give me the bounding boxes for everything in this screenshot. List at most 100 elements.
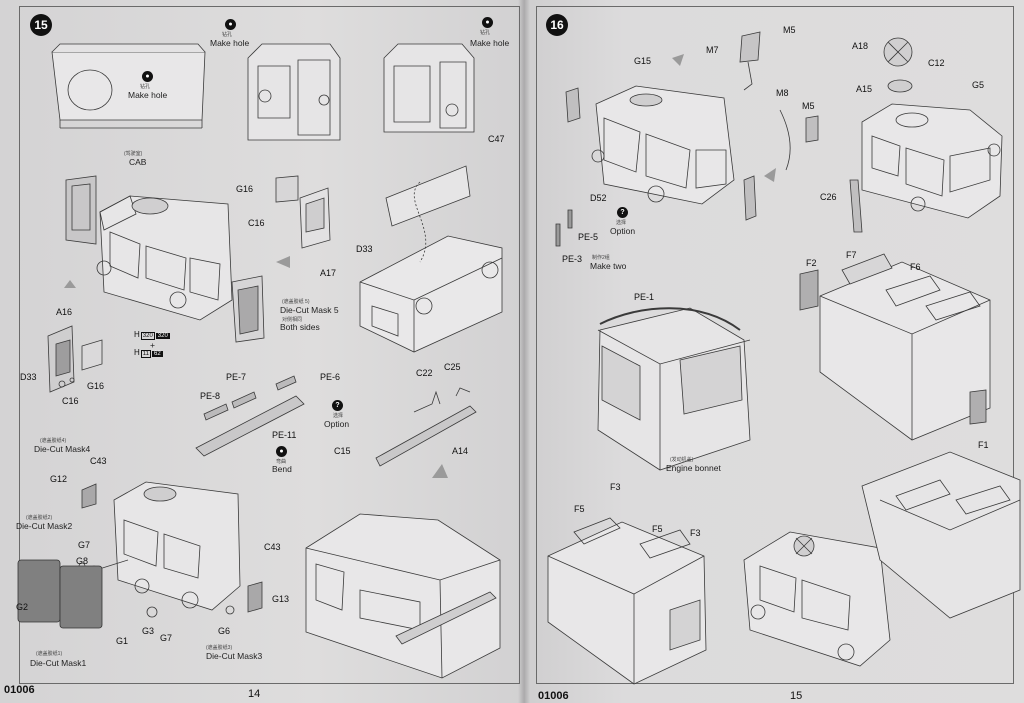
cab-label-cn: (驾驶室) <box>124 151 143 157</box>
part-g7-a: G7 <box>78 540 91 550</box>
part-m5-mid: M5 <box>802 101 815 111</box>
page-gutter <box>518 0 530 703</box>
part-g15: G15 <box>634 56 652 66</box>
part-pe7: PE-7 <box>226 372 247 382</box>
part-g1: G1 <box>116 636 129 646</box>
cab-roof-panel-drawing <box>52 44 205 128</box>
part-g12: G12 <box>50 474 68 484</box>
make-hole-label-2: Make hole <box>470 38 510 48</box>
pe-strip-drawing <box>196 376 476 466</box>
part-c43-right: C43 <box>264 542 281 552</box>
part-c47: C47 <box>488 134 505 144</box>
engine-bonnet-label: Engine bonnet <box>666 463 721 473</box>
right-page-frame <box>536 6 1014 684</box>
part-a18: A18 <box>852 41 869 51</box>
drill-icon: ● <box>482 17 493 28</box>
mask3-label: Die-Cut Mask3 <box>206 651 263 661</box>
part-m5-top: M5 <box>783 25 796 35</box>
step-15-badge: 15 <box>30 14 52 36</box>
part-pe5: PE-5 <box>578 232 599 242</box>
door-a17-drawing <box>276 176 330 248</box>
part-d33-left: D33 <box>20 372 37 382</box>
part-pe11: PE-11 <box>272 430 297 440</box>
part-f1: F1 <box>978 440 989 450</box>
page-number-right: 15 <box>790 690 803 702</box>
part-g16-top: G16 <box>236 184 254 194</box>
bonnet-small-drawing <box>548 518 706 684</box>
cab-interior-drawing <box>306 514 500 678</box>
cab-rear-detail-drawing <box>48 326 102 392</box>
make-hole-label-1: Make hole <box>210 38 250 48</box>
cab-g15-drawing <box>566 86 756 220</box>
mask2-label: Die-Cut Mask2 <box>16 521 73 531</box>
cab-assembly-drawing <box>66 176 264 342</box>
part-d33-top: D33 <box>356 244 373 254</box>
paint-ref-1-b: 320 <box>155 333 170 339</box>
bend-icon: ● <box>276 446 287 457</box>
paint-ref-2-a: 11 <box>140 350 152 358</box>
product-code-right: 01006 <box>538 690 569 702</box>
part-d52: D52 <box>590 193 607 203</box>
option-label: Option <box>324 419 350 429</box>
part-pe3: PE-3 <box>562 254 583 264</box>
mask2-cn: (遮盖胶纸2) <box>26 515 53 521</box>
part-g8: G8 <box>76 556 89 566</box>
option-icon: ? <box>617 207 628 218</box>
cab-frame-c47-drawing <box>360 166 502 352</box>
mask4-cn: (遮盖胶纸4) <box>40 438 67 444</box>
engine-bonnet-drawing <box>598 308 750 470</box>
mirror-m7-drawing <box>740 32 760 90</box>
option-cn-right: 选择 <box>616 220 627 226</box>
mirror-m8-drawing <box>780 110 818 170</box>
bend-label: Bend <box>272 464 292 474</box>
pe-handles-drawing <box>556 210 572 246</box>
drill-icon: ● <box>142 71 153 82</box>
cab-shell-drawing-2 <box>384 44 474 132</box>
paint-ref-1-a: 320 <box>140 332 155 340</box>
part-pe8: PE-8 <box>200 391 221 401</box>
option-icon: ? <box>332 400 343 411</box>
make-hole-label-3: Make hole <box>128 90 168 100</box>
part-g3: G3 <box>142 626 155 636</box>
final-cab-drawing <box>744 452 1020 666</box>
part-g5: G5 <box>972 80 985 90</box>
part-c43-top: C43 <box>90 456 107 466</box>
part-a17: A17 <box>320 268 337 278</box>
part-c16-top: C16 <box>248 218 265 228</box>
paint-ref-2-h: H <box>134 348 140 357</box>
cab-shell-drawing-1 <box>248 44 340 140</box>
part-f2: F2 <box>806 258 817 268</box>
part-m8: M8 <box>776 88 789 98</box>
part-c12: C12 <box>928 58 945 68</box>
mask1-cn: (遮盖胶纸1) <box>36 651 63 657</box>
part-f6: F6 <box>910 262 921 272</box>
cab-bottom-left-drawing <box>79 482 262 617</box>
part-c22: C22 <box>416 368 433 378</box>
drill-icon: ● <box>225 19 236 30</box>
mask3-cn: (遮盖胶纸3) <box>206 645 233 651</box>
make-hole-cn-2: 钻孔 <box>480 30 491 36</box>
paint-plus: + <box>150 340 155 350</box>
mask5-label: Die-Cut Mask 5 <box>280 305 339 315</box>
page-number-left: 14 <box>248 688 261 700</box>
part-a15: A15 <box>856 84 873 94</box>
part-m7: M7 <box>706 45 719 55</box>
part-pe1: PE-1 <box>634 292 655 302</box>
engine-panels-f-drawing <box>800 254 990 440</box>
part-f5-a: F5 <box>574 504 585 514</box>
make-hole-cn-3: 钻孔 <box>140 84 151 90</box>
part-f3-b: F3 <box>690 528 701 538</box>
engine-bonnet-cn: (发动机盖) <box>670 457 694 463</box>
part-g13: G13 <box>272 594 290 604</box>
part-g6: G6 <box>218 626 231 636</box>
option-cn: 选择 <box>333 413 344 419</box>
both-sides-label: Both sides <box>280 322 320 332</box>
both-sides-cn: 对侧相同 <box>282 317 303 323</box>
make-two-cn: 制作2组 <box>592 255 610 261</box>
part-pe6: PE-6 <box>320 372 341 382</box>
product-code-left: 01006 <box>4 684 35 696</box>
part-g7-b: G7 <box>160 633 173 643</box>
part-f5-b: F5 <box>652 524 663 534</box>
